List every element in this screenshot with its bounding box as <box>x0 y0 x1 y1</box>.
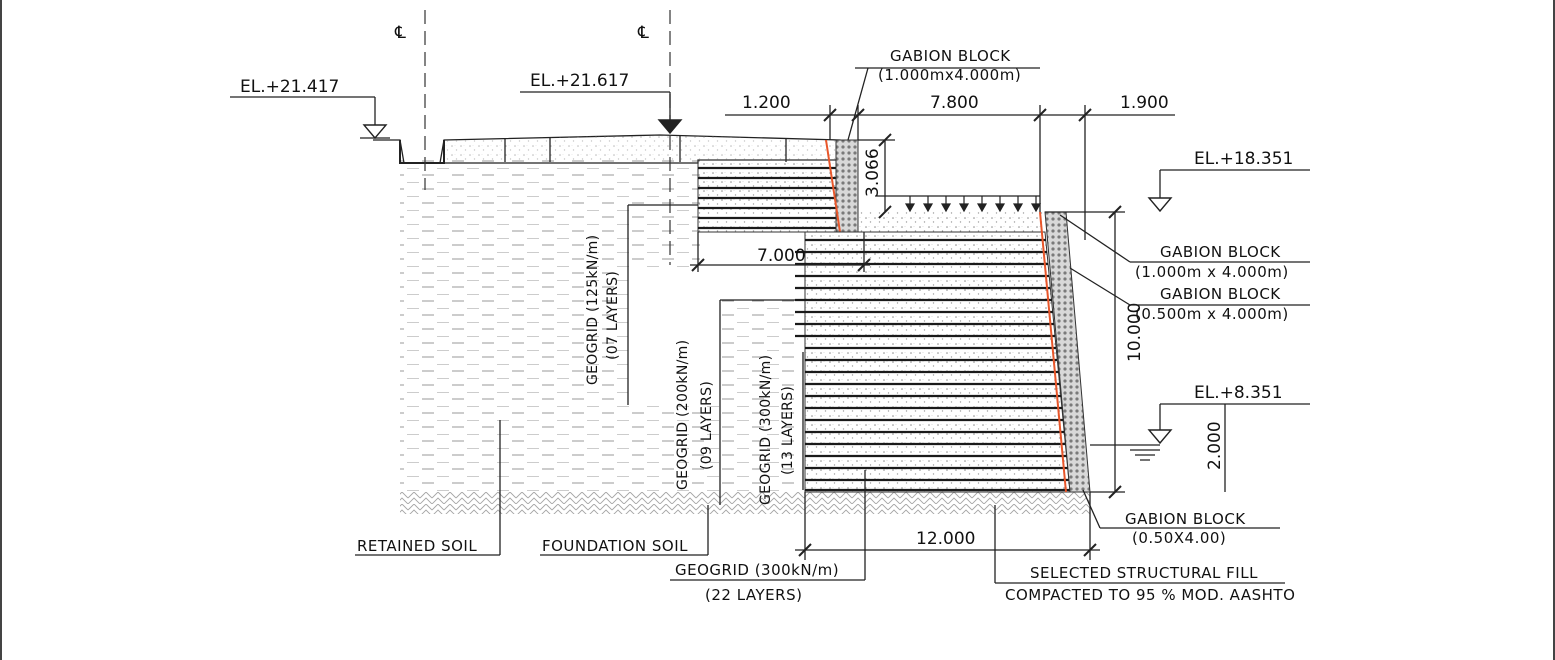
elevation-marker-left <box>230 96 390 140</box>
dim-upper-width-line <box>690 232 871 272</box>
gabion-mid-a-size: (1.000m x 4.000m) <box>1135 263 1289 281</box>
gabion-top-title: GABION BLOCK <box>890 47 1011 65</box>
geogrid-leaders <box>627 204 804 505</box>
upper-facing-line <box>825 139 841 233</box>
gabion-bottom-leader <box>1082 489 1280 529</box>
gabion-mid-b-size: (0.500m x 4.000m) <box>1135 305 1289 323</box>
elevation-label-lower-right: EL.+8.351 <box>1194 383 1283 403</box>
gabion-mid-leaders <box>1059 214 1310 306</box>
surcharge-arrows <box>875 195 1042 213</box>
centerline-symbol-left: ℄ <box>394 23 406 43</box>
upper-gabion-column <box>835 139 859 233</box>
dim-top-width: 7.800 <box>930 93 979 113</box>
top-dimension-line <box>725 105 1175 240</box>
elevation-label-upper-right: EL.+18.351 <box>1194 149 1293 169</box>
geogrid-200-line2: (09 LAYERS) <box>699 381 715 470</box>
main-fill-block <box>804 231 1071 493</box>
upper-fill-block <box>697 159 837 233</box>
elevation-marker-upper-right <box>1147 169 1310 213</box>
geogrid-300-upper-line1: GEOGRID (300kN/m) <box>758 355 774 505</box>
dim-upper-height-line <box>858 133 895 219</box>
main-facing-line <box>1039 211 1067 493</box>
dim-base-width-line <box>795 492 1100 560</box>
geogrid-300-upper-line2: (13 LAYERS) <box>780 386 796 475</box>
elevation-label-left: EL.+21.417 <box>240 77 339 97</box>
bench-fill <box>858 212 1045 232</box>
geogrid-300-base-line2: (22 LAYERS) <box>705 586 802 604</box>
dim-wall-height-line <box>1070 205 1125 499</box>
geogrid-125-line1: GEOGRID (125kN/m) <box>585 235 601 385</box>
dim-right-offset: 1.900 <box>1120 93 1169 113</box>
gabion-top-size: (1.000mx4.000m) <box>878 66 1021 84</box>
centerline-symbol-right: ℄ <box>637 23 649 43</box>
geogrid-125-line2: (07 LAYERS) <box>605 271 621 360</box>
fill-leader <box>994 505 1285 584</box>
drain-channel <box>399 140 445 164</box>
elevation-marker-lower-right <box>1147 403 1310 445</box>
dim-upper-height: 3.066 <box>863 148 883 197</box>
retained-soil-area <box>400 158 795 492</box>
dim-embed-depth: 2.000 <box>1205 421 1225 470</box>
elevation-marker-center <box>520 91 683 135</box>
foundation-soil-label: FOUNDATION SOIL <box>542 537 688 555</box>
dim-top-offset: 1.200 <box>742 93 791 113</box>
dim-upper-width: 7.000 <box>757 246 806 266</box>
main-geogrid-layers <box>795 238 1070 492</box>
geogrid-300-base-line1: GEOGRID (300kN/m) <box>675 561 839 579</box>
foundation-soil-band <box>400 492 1090 514</box>
retained-soil-label: RETAINED SOIL <box>357 537 477 555</box>
elevation-label-center: EL.+21.617 <box>530 71 629 91</box>
upper-geogrid-layers <box>698 166 836 230</box>
foundation-soil-leader <box>540 505 709 556</box>
gabion-mid-b-title: GABION BLOCK <box>1160 285 1281 303</box>
dim-embed-depth-line <box>1224 404 1226 492</box>
gabion-bottom-size: (0.50X4.00) <box>1132 529 1226 547</box>
fill-label-line1: SELECTED STRUCTURAL FILL <box>1030 564 1258 582</box>
dim-wall-height: 10.000 <box>1125 303 1145 362</box>
pavement-surface <box>444 135 835 160</box>
ground-hatch <box>1130 449 1160 461</box>
retained-soil-leader <box>355 420 501 556</box>
gabion-bottom-title: GABION BLOCK <box>1125 510 1246 528</box>
geogrid-base-leader <box>670 470 866 581</box>
fill-label-line2: COMPACTED TO 95 % MOD. AASHTO <box>1005 586 1295 604</box>
geogrid-200-line1: GEOGRID (200kN/m) <box>675 340 691 490</box>
gabion-top-leader <box>847 67 1040 141</box>
dim-base-width: 12.000 <box>916 529 975 549</box>
gabion-mid-a-title: GABION BLOCK <box>1160 243 1281 261</box>
